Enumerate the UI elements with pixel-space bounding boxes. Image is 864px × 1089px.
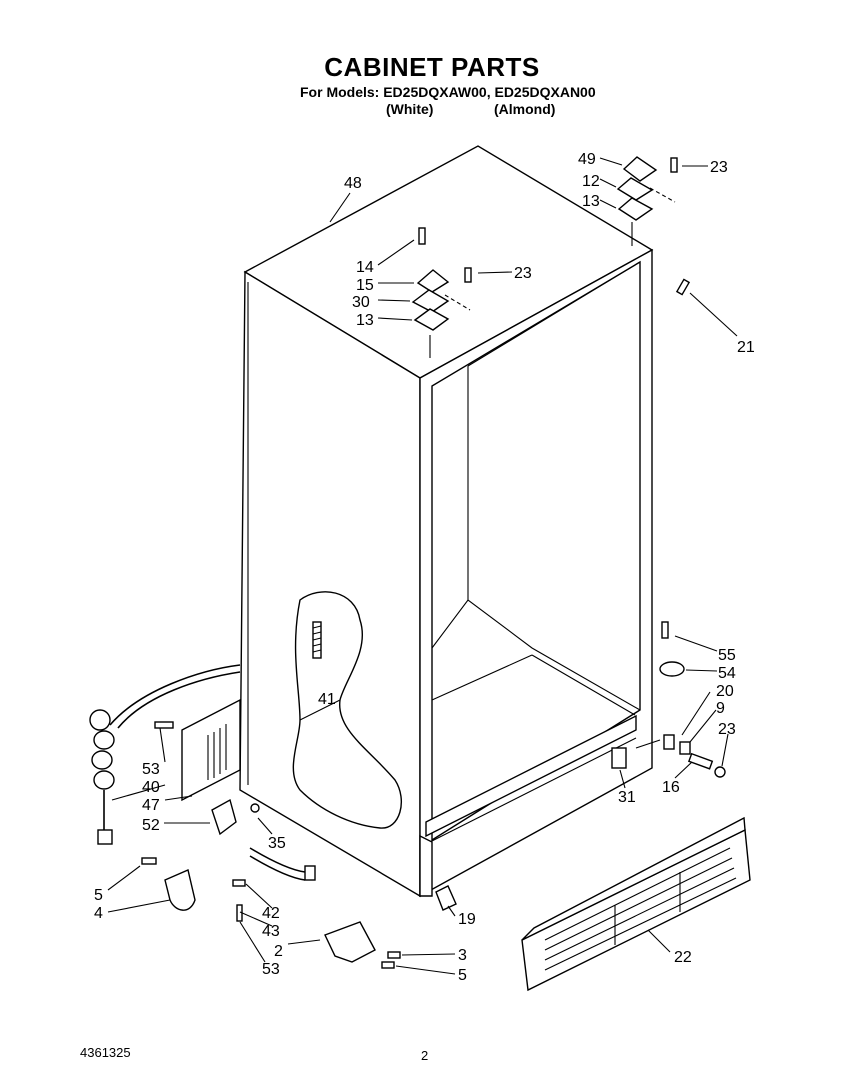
callout-47: 47	[142, 797, 160, 814]
callout-16: 16	[662, 779, 680, 796]
callout-40: 40	[142, 779, 160, 796]
document-number: 4361325	[80, 1045, 131, 1060]
callout-3: 3	[458, 947, 467, 964]
cabinet-shell	[239, 145, 654, 898]
part-21	[675, 278, 691, 296]
callout-30: 30	[352, 294, 370, 311]
callout-23: 23	[514, 265, 532, 282]
callout-9: 9	[716, 700, 725, 717]
callout-4: 4	[94, 905, 103, 922]
callout-43: 43	[262, 923, 280, 940]
callout-35: 35	[268, 835, 286, 852]
callout-22: 22	[674, 949, 692, 966]
callout-53-bottom: 53	[262, 961, 280, 978]
top-right-hinge	[616, 156, 678, 246]
callout-20: 20	[716, 683, 734, 700]
bottom-parts	[141, 798, 457, 969]
callout-15: 15	[356, 277, 374, 294]
cutaway-opening	[292, 591, 403, 829]
page-number: 2	[421, 1048, 429, 1063]
white-label: (White)	[386, 101, 434, 117]
callout-48: 48	[344, 175, 362, 192]
callout-labels: 48 14 15 30 13 23 49 12 13 23 21 41 55 5…	[94, 151, 755, 984]
callout-31: 31	[618, 789, 636, 806]
callout-14: 14	[356, 259, 374, 276]
callout-13-right: 13	[582, 193, 600, 210]
callout-52: 52	[142, 817, 160, 834]
right-lower-hinge	[611, 621, 726, 778]
callout-5: 5	[94, 887, 103, 904]
callout-41: 41	[318, 691, 336, 708]
grille-22	[521, 816, 751, 992]
callout-23-top: 23	[710, 159, 728, 176]
callout-49: 49	[578, 151, 596, 168]
callout-13: 13	[356, 312, 374, 329]
leader-lines	[107, 157, 738, 975]
callout-12: 12	[582, 173, 600, 190]
callout-21: 21	[737, 339, 755, 356]
callout-19: 19	[458, 911, 476, 928]
callout-2: 2	[274, 943, 283, 960]
callout-55: 55	[718, 647, 736, 664]
callout-53: 53	[142, 761, 160, 778]
page-title: CABINET PARTS	[324, 52, 540, 82]
top-left-hinge	[411, 227, 472, 358]
models-line: For Models: ED25DQXAW00, ED25DQXAN00	[300, 84, 596, 100]
callout-23-right: 23	[718, 721, 736, 738]
callout-5-bottom: 5	[458, 967, 467, 984]
callout-54: 54	[718, 665, 736, 682]
callout-42: 42	[262, 905, 280, 922]
power-cord-assembly	[89, 664, 241, 845]
almond-label: (Almond)	[494, 101, 556, 117]
